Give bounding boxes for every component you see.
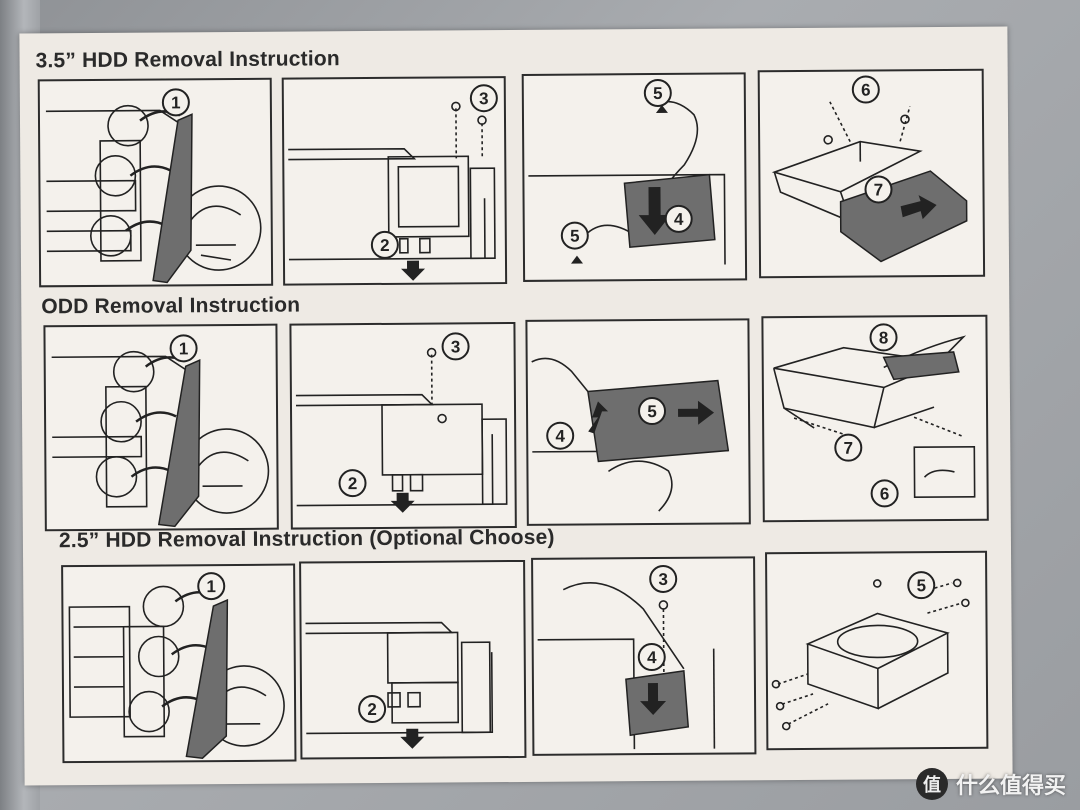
- panel-odd-step1: 1: [43, 323, 279, 532]
- panel-25hdd-step3: 3 4: [531, 556, 757, 756]
- panel-odd-step2: 3 2: [289, 322, 517, 530]
- section-title-25-hdd: 2.5” HDD Removal Instruction (Optional C…: [58, 525, 555, 553]
- step-badge-4: 4: [664, 204, 693, 233]
- step-badge-2: 2: [370, 230, 399, 260]
- step-badge-7: 7: [834, 433, 863, 462]
- bay-door-illustration: [45, 104, 262, 284]
- step-badge-4: 4: [546, 421, 575, 450]
- drive-cage-25-illustration: [305, 621, 494, 749]
- watermark-text: 什么值得买: [955, 773, 1066, 798]
- panel-25hdd-step2: 2: [299, 559, 527, 760]
- step-badge-4: 4: [637, 642, 666, 672]
- step-badge-1: 1: [169, 334, 198, 363]
- bay-door-illustration: [51, 350, 270, 528]
- bay-door-illustration: [68, 585, 285, 759]
- step-badge-1: 1: [161, 88, 190, 117]
- instruction-sheet: 3.5” HDD Removal Instruction 1: [19, 26, 1013, 786]
- section-title-35-hdd: 3.5” HDD Removal Instruction: [35, 47, 340, 73]
- panel-35hdd-step1: 1: [37, 77, 274, 288]
- step-badge-3: 3: [649, 564, 678, 594]
- step-badge-3: 3: [441, 332, 470, 361]
- panel-odd-step3: 4 5: [525, 318, 751, 526]
- panel-25hdd-step4: 5: [765, 550, 989, 751]
- step-badge-6: 6: [851, 75, 880, 104]
- odd-cage-illustration: [295, 347, 508, 513]
- step-badge-3: 3: [469, 84, 498, 113]
- panel-35hdd-step2: 3 2: [281, 76, 508, 286]
- step-badge-6: 6: [870, 479, 899, 508]
- panel-35hdd-step4: 6 7: [757, 68, 986, 279]
- section-title-odd: ODD Removal Instruction: [41, 293, 301, 319]
- odd-tray-illustration: [772, 335, 976, 499]
- step-badge-5-bottom: 5: [560, 221, 589, 250]
- panel-odd-step4: 8 7 6: [761, 314, 989, 523]
- step-badge-5-top: 5: [643, 78, 672, 108]
- step-badge-5: 5: [637, 396, 667, 426]
- step-badge-2: 2: [338, 469, 367, 498]
- hand-pull-illustration: [528, 100, 726, 265]
- hdd-25-screws-illustration: [771, 578, 970, 731]
- panel-25hdd-step1: 1: [61, 563, 297, 764]
- step-badge-2: 2: [358, 694, 387, 724]
- watermark: 值 什么值得买: [915, 768, 1066, 800]
- step-badge-8: 8: [869, 323, 898, 352]
- panel-35hdd-step3: 5 4 5: [521, 72, 748, 282]
- step-badge-7: 7: [864, 175, 893, 204]
- smzdm-logo-icon: 值: [915, 768, 948, 800]
- step-badge-1: 1: [197, 572, 226, 601]
- drive-cage-illustration: [288, 101, 496, 281]
- hand-push-25-illustration: [537, 582, 716, 750]
- step-badge-5: 5: [907, 571, 936, 600]
